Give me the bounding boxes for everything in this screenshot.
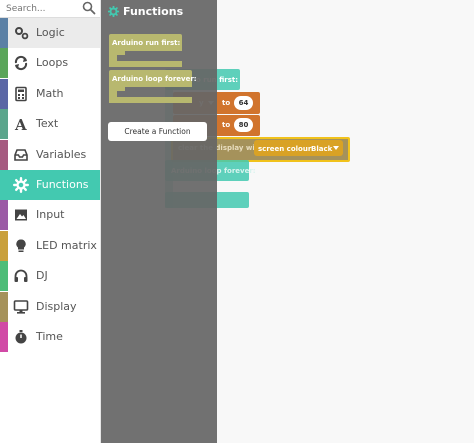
search-input[interactable] [4, 1, 80, 17]
category-label: DJ [36, 269, 48, 283]
loop-arrows-icon [14, 56, 28, 71]
toolbox-category-variables[interactable]: Variables [0, 139, 100, 170]
category-color-stripe [0, 18, 8, 48]
set-y-value[interactable]: 64 [234, 96, 253, 110]
run-first-spine [109, 51, 117, 63]
gear-icon [13, 177, 29, 193]
category-label: Logic [36, 26, 65, 39]
create-function-button[interactable]: Create a Function [108, 122, 207, 141]
toolbox-category-led-matrix[interactable]: LED matrix [0, 230, 100, 261]
category-label: Text [36, 117, 59, 131]
screen-colour-label: screen colour [258, 145, 312, 153]
run-first-top [109, 34, 182, 51]
toolbox-category-logic[interactable]: Logic [0, 18, 100, 48]
clear-display-label: clear the display with [178, 144, 264, 152]
category-label: Input [36, 208, 65, 222]
toolbox-category-loops[interactable]: Loops [0, 48, 100, 79]
workspace[interactable] [217, 0, 474, 443]
category-label: Loops [36, 56, 69, 70]
colour-value[interactable]: Black [311, 145, 333, 153]
image-icon [15, 209, 27, 221]
text-a-icon: A [14, 116, 27, 132]
category-color-stripe [0, 230, 8, 261]
toolbox-category-text[interactable]: A Text [0, 109, 100, 140]
toolbox-category-input[interactable]: Input [0, 200, 100, 231]
toolbox-category-functions[interactable]: Functions [0, 170, 100, 200]
category-label: Time [36, 330, 63, 343]
category-color-stripe [0, 200, 8, 231]
category-color-stripe [0, 261, 8, 292]
inbox-icon [14, 148, 28, 161]
toolbox-category-display[interactable]: Display [0, 291, 100, 322]
chevron-down-icon [333, 146, 339, 150]
toolbox-category-dj[interactable]: DJ [0, 261, 100, 292]
category-label: Functions [36, 178, 89, 191]
gears-icon [15, 27, 29, 40]
lightbulb-icon [16, 239, 26, 252]
loop-forever-top [109, 70, 192, 87]
set-to-label-2: to [222, 121, 231, 129]
category-color-stripe [0, 78, 8, 109]
set-to-label: to [222, 99, 231, 107]
category-color-stripe [0, 109, 8, 140]
category-label: Math [36, 86, 64, 100]
loop-forever-spine [109, 87, 117, 99]
category-color-stripe [0, 139, 8, 170]
run-first-bottom [109, 61, 182, 67]
loop-forever-bottom [109, 97, 192, 103]
loop-forever-notch [117, 87, 125, 91]
screen-colour-block[interactable] [254, 140, 343, 156]
category-color-stripe [0, 48, 8, 79]
toolbox-category-time[interactable]: Time [0, 322, 100, 352]
toolbox-category-math[interactable]: Math [0, 78, 100, 109]
run-first-label: Arduino run first: [112, 39, 181, 47]
search-icon[interactable] [82, 1, 96, 15]
monitor-icon [13, 299, 29, 314]
run-first-partial-label: o run first: [196, 76, 239, 84]
category-label: Variables [36, 147, 87, 161]
category-label: LED matrix [36, 238, 97, 252]
category-color-stripe [0, 170, 8, 200]
category-color-stripe [0, 322, 8, 352]
svg-text:A: A [14, 116, 27, 132]
flyout-title: Functions [123, 5, 184, 18]
headphones-icon [14, 269, 28, 283]
set-x-value[interactable]: 80 [234, 118, 253, 132]
calculator-icon [15, 86, 27, 102]
category-label: Display [36, 299, 77, 313]
stopwatch-icon [15, 330, 27, 344]
category-color-stripe [0, 291, 8, 322]
gear-icon [108, 6, 119, 17]
run-first-notch [117, 51, 125, 55]
search-bar [0, 0, 100, 18]
loop-forever-label: Arduino loop forever: [112, 75, 197, 83]
flyout-header: Functions [108, 5, 183, 18]
